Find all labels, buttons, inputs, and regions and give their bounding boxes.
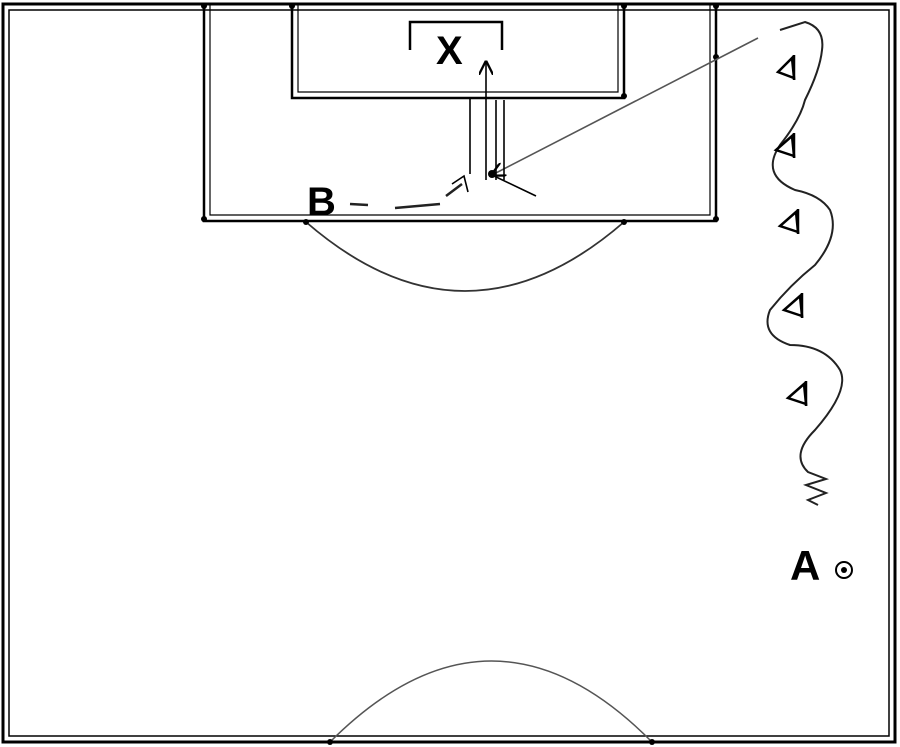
ball-icon (835, 561, 853, 579)
receiving-ball (488, 170, 496, 178)
dribble-path (766, 20, 844, 506)
goalkeeper-label: X (436, 29, 463, 73)
pass-chevron (491, 174, 537, 197)
line-junction-dots (201, 3, 719, 745)
cross-pass-line (492, 37, 759, 175)
run-arrowhead (451, 174, 469, 193)
shot-lines (469, 62, 505, 180)
run-path-b (349, 183, 463, 210)
penalty-area (202, 4, 718, 223)
center-circle-arc (329, 660, 653, 743)
penalty-arc (305, 221, 625, 292)
player-b-label: B (307, 180, 336, 224)
player-a-label: A (790, 542, 820, 589)
goal-area (290, 4, 626, 100)
cone-poles (792, 55, 808, 406)
goal-frame (408, 20, 504, 50)
